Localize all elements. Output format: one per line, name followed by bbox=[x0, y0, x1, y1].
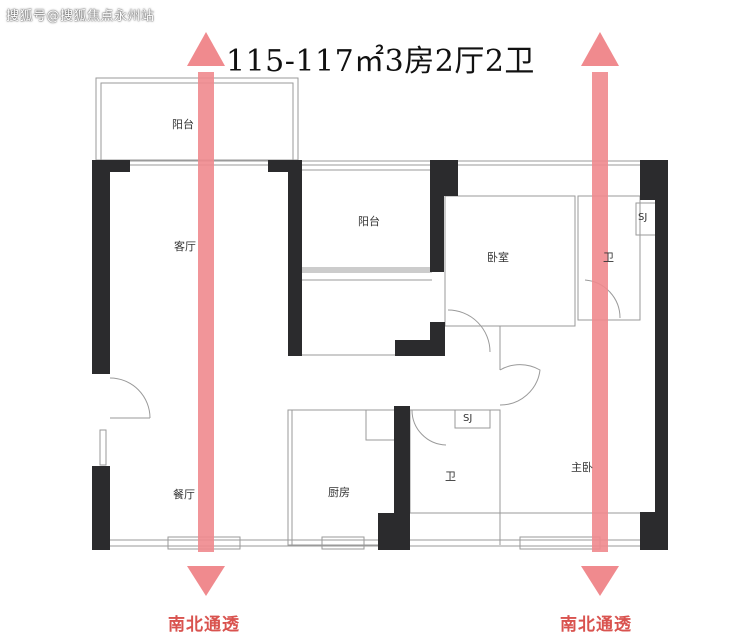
fixture-sj-center: SJ bbox=[463, 413, 473, 424]
room-dining: 餐厅 bbox=[173, 488, 195, 501]
fixture-sj-right: SJ bbox=[638, 212, 648, 223]
room-bedroom: 卧室 bbox=[487, 251, 509, 264]
room-living: 客厅 bbox=[174, 240, 196, 253]
page-title: 115-117㎡3房2厅2卫 bbox=[226, 44, 535, 79]
walls bbox=[92, 160, 668, 550]
north-south-arrows bbox=[187, 32, 619, 596]
axis-label-right: 南北通透 bbox=[560, 615, 632, 635]
watermark-text: 搜狐号@搜狐焦点永州站 bbox=[6, 9, 155, 24]
room-balcony-mid: 阳台 bbox=[358, 215, 380, 228]
plan-outlines bbox=[95, 77, 657, 550]
room-bath-center: 卫 bbox=[445, 470, 456, 483]
axis-label-left: 南北通透 bbox=[168, 615, 240, 635]
room-bath-right: 卫 bbox=[603, 251, 614, 264]
room-balcony-top: 阳台 bbox=[172, 118, 194, 131]
room-master-bedroom: 主卧 bbox=[571, 461, 593, 474]
room-kitchen: 厨房 bbox=[328, 486, 350, 499]
